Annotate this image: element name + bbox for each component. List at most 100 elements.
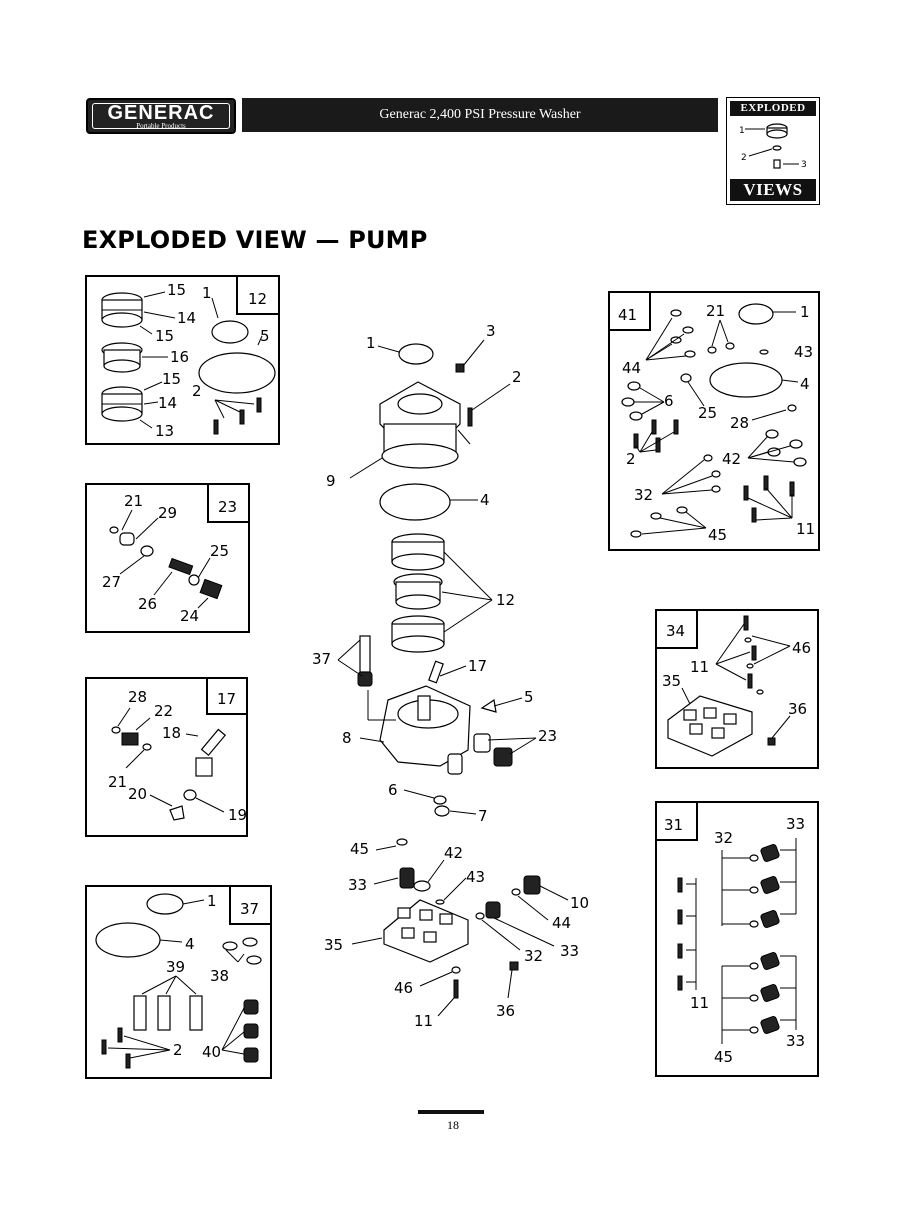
- kit-37-label: 38: [210, 967, 229, 985]
- main-label: 36: [496, 1002, 515, 1020]
- kit-12-label: 15: [167, 281, 186, 299]
- main-label: 33: [560, 942, 579, 960]
- kit-23-label: 25: [210, 542, 229, 560]
- main-label: 46: [394, 979, 413, 997]
- kit-37-label: 39: [166, 958, 185, 976]
- kit-17-label: 20: [128, 785, 147, 803]
- kit-31-label: 33: [786, 815, 805, 833]
- main-label: 5: [524, 688, 534, 706]
- badge-top-text: EXPLODED: [730, 101, 816, 116]
- kit-41-number: 41: [618, 306, 637, 324]
- kit-41-label: 2: [626, 450, 636, 468]
- kit-34-number: 34: [666, 622, 685, 640]
- exploded-views-badge: EXPLODED 1 2 3 VIEWS: [726, 97, 820, 205]
- kit-12-number: 12: [248, 290, 267, 308]
- main-pump-assembly: 1 3 2 9 4 12 37 17 5 8 23 6 7 45 42 33 4…: [312, 322, 589, 1030]
- main-label: 10: [570, 894, 589, 912]
- logo-brand: GENERAC: [107, 102, 215, 124]
- kit-23-label: 24: [180, 607, 199, 625]
- kit-41-label: 32: [634, 486, 653, 504]
- kit-17-number: 17: [217, 690, 236, 708]
- main-label: 44: [552, 914, 571, 932]
- main-label: 45: [350, 840, 369, 858]
- kit-41-label: 6: [664, 392, 674, 410]
- page-number: 18: [447, 1118, 459, 1132]
- kit-23-label: 27: [102, 573, 121, 591]
- kit-41-label: 1: [800, 303, 810, 321]
- kit-37-label: 4: [185, 935, 195, 953]
- kit-12-panel: 12 15 1 14 15 5 16 15 2 14 13: [85, 275, 280, 445]
- kit-31-label: 45: [714, 1048, 733, 1066]
- kit-34-label: 11: [690, 658, 709, 676]
- kit-12-label: 2: [192, 382, 202, 400]
- kit-41-label: 11: [796, 520, 815, 538]
- main-label: 37: [312, 650, 331, 668]
- main-label: 4: [480, 491, 490, 509]
- kit-17-label: 22: [154, 702, 173, 720]
- kit-41-label: 43: [794, 343, 813, 361]
- main-label: 6: [388, 781, 398, 799]
- kit-12-label: 15: [162, 370, 181, 388]
- main-label: 23: [538, 727, 557, 745]
- main-label: 33: [348, 876, 367, 894]
- kit-41-label: 42: [722, 450, 741, 468]
- kit-41-label: 45: [708, 526, 727, 544]
- main-label: 32: [524, 947, 543, 965]
- kit-17-label: 21: [108, 773, 127, 791]
- badge-label-2: 2: [741, 153, 747, 163]
- kit-41-label: 44: [622, 359, 641, 377]
- main-label: 35: [324, 936, 343, 954]
- kit-31-label: 32: [714, 829, 733, 847]
- kit-23-panel: 23 21 29 25 27 26 24: [85, 483, 250, 633]
- kit-23-label: 26: [138, 595, 157, 613]
- kit-41-label: 21: [706, 302, 725, 320]
- kit-12-label: 1: [202, 284, 212, 302]
- kit-31-label: 33: [786, 1032, 805, 1050]
- main-label: 11: [414, 1012, 433, 1030]
- badge-label-3: 3: [801, 160, 807, 170]
- kit-37-label: 2: [173, 1041, 183, 1059]
- kit-31-number: 31: [664, 816, 683, 834]
- kit-41-panel: 41 21 1 44 43 6 4 25 28 2 42 32: [608, 291, 820, 551]
- kit-17-label: 28: [128, 688, 147, 706]
- kit-34-label: 35: [662, 672, 681, 690]
- kit-41-label: 4: [800, 375, 810, 393]
- main-label: 43: [466, 868, 485, 886]
- kit-23-label: 21: [124, 492, 143, 510]
- kit-37-label: 40: [202, 1043, 221, 1061]
- kit-12-label: 14: [177, 309, 196, 327]
- main-label: 9: [326, 472, 336, 490]
- kit-31-label: 11: [690, 994, 709, 1012]
- kit-12-label: 13: [155, 422, 174, 440]
- kit-12-label: 16: [170, 348, 189, 366]
- kit-23-number: 23: [218, 498, 237, 516]
- kit-17-panel: 17 28 22 18 21 20 19: [85, 677, 248, 837]
- kit-12-label: 5: [260, 327, 270, 345]
- badge-bottom-text: VIEWS: [730, 179, 816, 201]
- main-label: 12: [496, 591, 515, 609]
- kit-37-label: 1: [207, 892, 217, 910]
- header-title: Generac 2,400 PSI Pressure Washer: [242, 98, 718, 132]
- main-label: 7: [478, 807, 488, 825]
- kit-31-panel: 31 33 32 11 45 33: [655, 801, 819, 1077]
- main-label: 2: [512, 368, 522, 386]
- generac-logo: GENERAC Portable Products: [86, 98, 236, 134]
- kit-37-panel: 37 1 4 39 38 2 40: [85, 885, 272, 1079]
- main-label: 1: [366, 334, 376, 352]
- page-title: EXPLODED VIEW — PUMP: [82, 226, 428, 254]
- kit-23-label: 29: [158, 504, 177, 522]
- main-label: 17: [468, 657, 487, 675]
- kit-17-label: 19: [228, 806, 247, 824]
- logo-frame: [92, 103, 230, 129]
- page-number-rule: [418, 1110, 484, 1114]
- kit-34-label: 36: [788, 700, 807, 718]
- main-label: 8: [342, 729, 352, 747]
- logo-subtitle: Portable Products: [136, 122, 186, 130]
- kit-37-number: 37: [240, 900, 259, 918]
- kit-34-panel: 34 46 11 35 36: [655, 609, 819, 769]
- kit-41-label: 28: [730, 414, 749, 432]
- kit-34-label: 46: [792, 639, 811, 657]
- main-label: 42: [444, 844, 463, 862]
- main-label: 3: [486, 322, 496, 340]
- kit-12-label: 14: [158, 394, 177, 412]
